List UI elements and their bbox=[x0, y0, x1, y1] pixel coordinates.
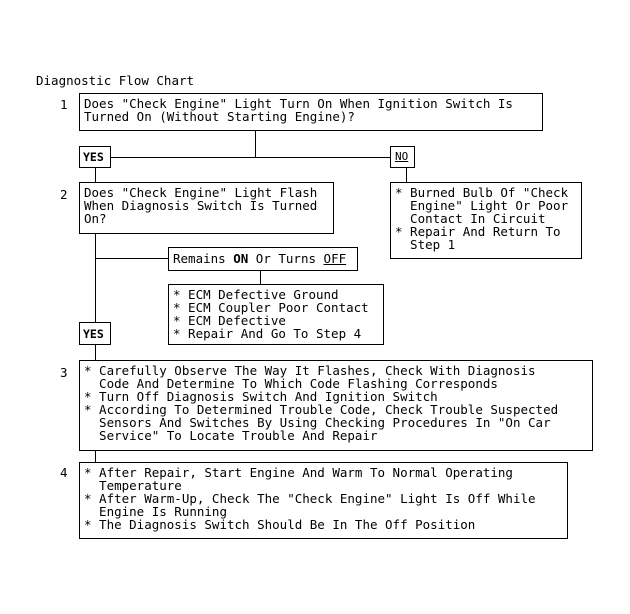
remains-on-off-box: Remains ON Or Turns OFF bbox=[168, 247, 358, 271]
no-result-box: * Burned Bulb Of "Check Engine" Light Or… bbox=[390, 182, 582, 259]
step-4-box: * After Repair, Start Engine And Warm To… bbox=[79, 462, 568, 539]
step-number-2: 2 bbox=[60, 187, 68, 202]
connector-line bbox=[406, 167, 407, 182]
step-3-text: * Carefully Observe The Way It Flashes, … bbox=[84, 363, 559, 443]
no-label: NO bbox=[395, 150, 409, 163]
connector-line bbox=[95, 450, 96, 462]
step-3-box: * Carefully Observe The Way It Flashes, … bbox=[79, 360, 593, 451]
ecm-result-text: * ECM Defective Ground * ECM Coupler Poo… bbox=[173, 287, 369, 341]
step-4-text: * After Repair, Start Engine And Warm To… bbox=[84, 465, 536, 532]
step-1-text: Does "Check Engine" Light Turn On When I… bbox=[84, 96, 513, 124]
connector-line bbox=[95, 233, 96, 322]
step-number-1: 1 bbox=[60, 97, 68, 112]
ecm-result-box: * ECM Defective Ground * ECM Coupler Poo… bbox=[168, 284, 384, 345]
connector-line bbox=[255, 130, 256, 158]
step-1-box: Does "Check Engine" Light Turn On When I… bbox=[79, 93, 543, 131]
connector-line bbox=[95, 157, 390, 158]
yes-label-box: YES bbox=[79, 322, 111, 345]
remains-on-off-label: Remains ON Or Turns OFF bbox=[173, 251, 347, 266]
step-number-3: 3 bbox=[60, 365, 68, 380]
connector-line bbox=[95, 167, 96, 182]
connector-line bbox=[95, 258, 168, 259]
step-number-4: 4 bbox=[60, 465, 68, 480]
chart-title: Diagnostic Flow Chart bbox=[36, 73, 195, 88]
connector-line bbox=[260, 270, 261, 284]
step-2-box: Does "Check Engine" Light Flash When Dia… bbox=[79, 182, 334, 234]
connector-line bbox=[95, 345, 96, 360]
yes-label: YES bbox=[83, 150, 104, 164]
step-2-text: Does "Check Engine" Light Flash When Dia… bbox=[84, 185, 318, 226]
yes-label: YES bbox=[83, 327, 104, 341]
no-label-box: NO bbox=[390, 146, 415, 168]
no-result-text: * Burned Bulb Of "Check Engine" Light Or… bbox=[395, 185, 569, 252]
yes-label-box: YES bbox=[79, 146, 111, 168]
